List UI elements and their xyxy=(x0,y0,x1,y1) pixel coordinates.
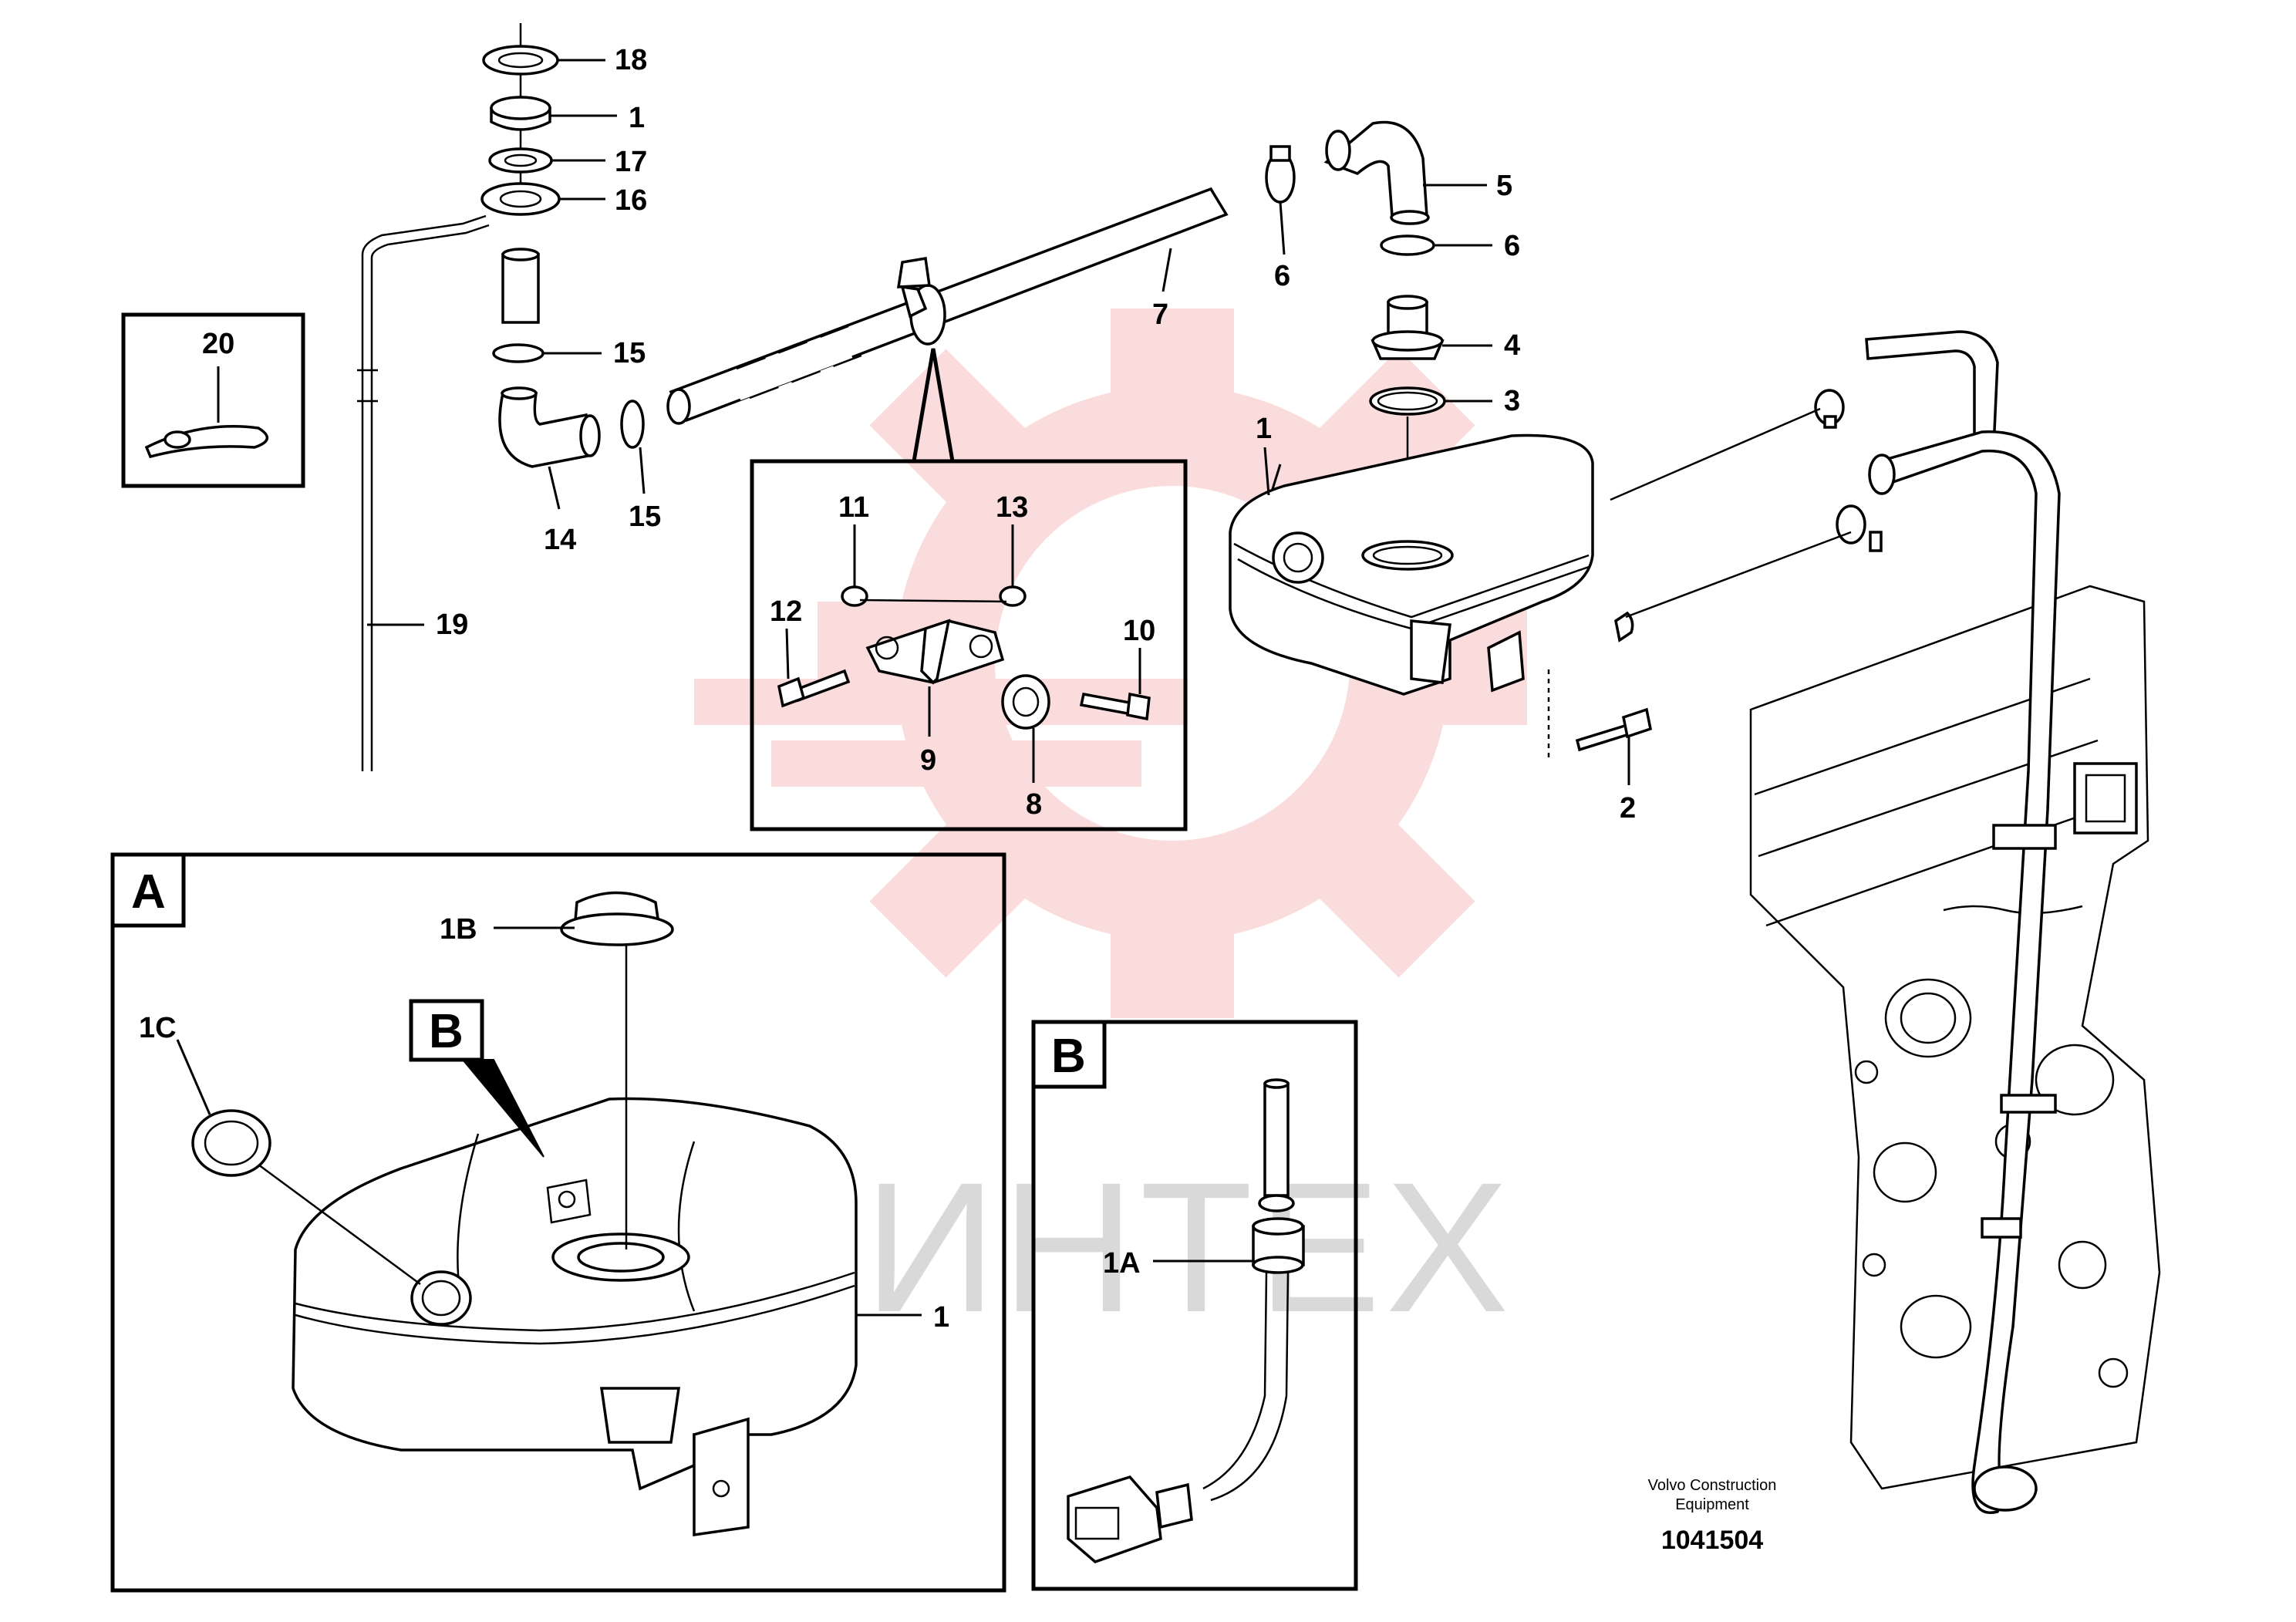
label-17: 17 xyxy=(615,146,647,178)
label-3: 3 xyxy=(1504,385,1520,417)
filler-stack xyxy=(357,23,645,771)
box-b-frame xyxy=(1031,1020,1358,1591)
part-1-expansion-tank xyxy=(1229,433,1634,696)
tank-hose-clamps xyxy=(1610,389,1883,619)
part-1C-cap xyxy=(191,1109,421,1286)
part-11-washer xyxy=(841,585,868,607)
label-13: 13 xyxy=(996,491,1028,524)
footer-maker-line1: Volvo Construction xyxy=(1648,1477,1777,1494)
part-20-frame xyxy=(121,312,305,488)
drawing-footer: Volvo Construction Equipment 1041504 xyxy=(1648,1477,1777,1555)
part-13-washer xyxy=(999,585,1027,607)
box-b-tag xyxy=(1031,1020,1107,1089)
label-14: 14 xyxy=(544,524,576,556)
part-2-bolt xyxy=(1547,669,1653,760)
leaders-box-a xyxy=(176,926,922,1317)
engine-hoses xyxy=(1865,330,2061,1514)
part-14-elbow-hose xyxy=(498,392,594,468)
label-6-right: 6 xyxy=(1504,230,1520,262)
part-19-rod xyxy=(361,214,487,771)
detail-callout-pointer xyxy=(912,348,955,462)
footer-maker-line2: Equipment xyxy=(1675,1496,1749,1513)
detail-box-bracket xyxy=(750,459,1188,831)
label-18: 18 xyxy=(615,44,647,76)
part-6-clamp-right xyxy=(1380,234,1435,256)
watermark-text: ИНТЕХ xyxy=(864,1144,1514,1351)
part-16-flange xyxy=(480,182,561,216)
box-b-reference-pointer xyxy=(460,1059,544,1158)
box-b-letter: B xyxy=(1051,1030,1086,1083)
label-9: 9 xyxy=(920,744,936,777)
part-15-clamp-upper xyxy=(492,343,544,363)
callout-labels: 18 1 17 16 15 15 14 19 20 7 6 5 6 4 3 1 … xyxy=(139,44,1636,1334)
engine-block xyxy=(1749,585,2161,1490)
part-15-clamp-lower xyxy=(620,400,645,449)
frame-tags: A B B xyxy=(131,865,1086,1083)
leaders-left xyxy=(367,59,646,626)
part-5-elbow-hose xyxy=(1323,120,1430,225)
footer-drawing-number: 1041504 xyxy=(1661,1526,1763,1555)
box-b-reference-tag xyxy=(409,999,484,1062)
leaders-detail xyxy=(785,524,1141,783)
box-a-tank xyxy=(292,1097,858,1537)
label-2: 2 xyxy=(1620,792,1636,824)
label-4: 4 xyxy=(1504,329,1520,362)
label-16: 16 xyxy=(615,184,647,217)
label-1-tank: 1 xyxy=(1256,413,1272,445)
box-b-ref-letter: B xyxy=(429,1005,464,1058)
detail-bracket-parts xyxy=(777,585,1151,730)
label-1A: 1A xyxy=(1103,1247,1141,1280)
box-a-frame xyxy=(110,852,1006,1593)
label-1C: 1C xyxy=(139,1012,177,1044)
label-19: 19 xyxy=(436,609,468,641)
part-20-cable-tie xyxy=(144,366,268,459)
label-12: 12 xyxy=(770,595,802,628)
label-10: 10 xyxy=(1123,615,1155,647)
label-1-cap: 1 xyxy=(629,102,645,134)
part-18-seal-ring xyxy=(482,45,559,76)
label-5: 5 xyxy=(1496,170,1512,202)
part-8-clip xyxy=(1001,674,1050,730)
label-8: 8 xyxy=(1026,788,1042,821)
part-1A-level-sensor xyxy=(1067,1078,1305,1563)
label-1-boxA: 1 xyxy=(933,1301,949,1334)
part-17-bushing xyxy=(488,147,553,174)
part-7-hose xyxy=(666,187,1229,425)
label-15-upper: 15 xyxy=(613,337,646,369)
part-4-adapter xyxy=(1371,295,1445,360)
box-a-tag xyxy=(110,852,186,928)
short-hose-piece xyxy=(501,253,540,324)
label-7: 7 xyxy=(1152,298,1168,331)
label-20: 20 xyxy=(202,328,234,360)
box-a-letter: A xyxy=(131,865,166,919)
label-15-lower: 15 xyxy=(629,501,661,533)
label-6-left: 6 xyxy=(1274,260,1290,292)
label-1B: 1B xyxy=(440,913,477,946)
part-1B-cap xyxy=(560,891,674,1249)
hose-bracket-clamp xyxy=(896,256,946,346)
label-11: 11 xyxy=(838,491,869,524)
